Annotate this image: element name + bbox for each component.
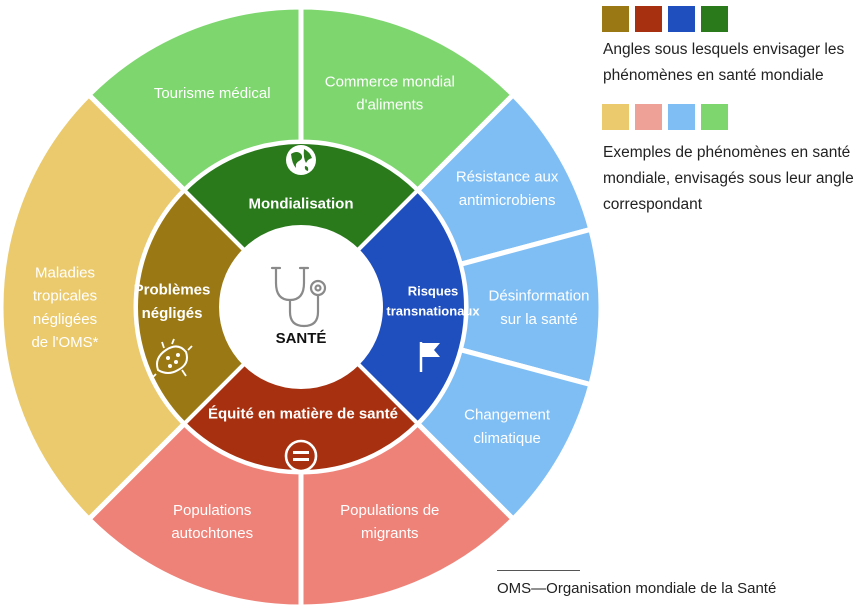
angle-label-problemes-line: Problèmes <box>134 282 211 299</box>
center-label: SANTÉ <box>276 330 327 347</box>
angle-segment-risques <box>354 187 468 427</box>
legend-swatch-blue <box>668 6 695 32</box>
legend-dark-swatches <box>602 6 728 32</box>
angle-label-risques-line: transnationaux <box>386 304 480 319</box>
legend-swatch-green <box>701 6 728 32</box>
example-label-resistance-line: Résistance aux <box>456 169 559 186</box>
example-label-migrants-line: migrants <box>361 525 419 542</box>
angle-segment-equite <box>181 360 421 474</box>
example-label-tourisme: Tourisme médical <box>154 85 271 102</box>
angle-label-equite-line: Équité en matière de santé <box>208 405 398 422</box>
example-label-resistance-line: antimicrobiens <box>459 192 556 209</box>
angle-label-mondialisation-line: Mondialisation <box>249 195 354 212</box>
legend-swatch-light-blue <box>668 104 695 130</box>
example-label-resistance: Résistance aux antimicrobiens <box>456 169 559 209</box>
angle-label-risques: Risques transnationaux <box>386 283 480 318</box>
example-label-desinformation-line: sur la santé <box>500 311 578 328</box>
legend-swatch-light-green <box>701 104 728 130</box>
legend-angles-label: Angles sous lesquels envisager les phéno… <box>603 41 845 84</box>
legend-examples-label: Exemples de phénomènes en santé mondiale… <box>603 144 854 213</box>
angle-label-problemes-line: négligés <box>142 305 203 322</box>
stethoscope-icon <box>270 266 327 328</box>
globe-icon <box>286 145 316 175</box>
example-label-autochtones-line: autochtones <box>171 525 253 542</box>
example-label-commerce-line: Commerce mondial <box>325 73 455 90</box>
angle-label-mondialisation: Mondialisation <box>249 195 354 212</box>
angle-segment-mondialisation <box>181 140 421 254</box>
example-label-commerce: Commerce mondial d'aliments <box>325 73 455 113</box>
example-label-maladies: Maladies tropicales négligées de l'OMS* <box>31 264 98 351</box>
flag-icon <box>419 342 440 372</box>
angle-label-equite: Équité en matière de santé <box>208 405 398 422</box>
footnote-divider <box>497 570 580 571</box>
example-label-maladies-line: négligées <box>33 311 97 328</box>
example-label-maladies-line: Maladies <box>35 264 95 281</box>
example-label-desinformation: Désinformation sur la santé <box>489 288 590 328</box>
example-label-changement: Changement climatique <box>464 407 551 447</box>
example-label-migrants: Populations de migrants <box>340 502 439 542</box>
example-label-changement-line: Changement <box>464 407 551 424</box>
example-label-autochtones: Populations autochtones <box>171 502 253 542</box>
example-label-changement-line: climatique <box>473 430 541 447</box>
microbe-icon <box>151 338 193 379</box>
example-label-tourisme-line: Tourisme médical <box>154 85 271 102</box>
equals-icon <box>284 439 318 473</box>
example-label-migrants-line: Populations de <box>340 502 439 519</box>
legend-swatch-red <box>635 6 662 32</box>
angle-label-risques-line: Risques <box>408 283 459 298</box>
legend-swatch-olive <box>602 6 629 32</box>
footnote: OMS—Organisation mondiale de la Santé <box>497 580 777 597</box>
example-label-maladies-line: de l'OMS* <box>31 334 98 351</box>
example-label-desinformation-line: Désinformation <box>489 288 590 305</box>
center-health: SANTÉ <box>221 227 381 387</box>
legend-light-swatches <box>602 104 728 130</box>
example-label-autochtones-line: Populations <box>173 502 251 519</box>
legend-swatch-light-red <box>635 104 662 130</box>
legend-swatch-light-yellow <box>602 104 629 130</box>
example-label-commerce-line: d'aliments <box>356 97 423 114</box>
angle-segment-problemes <box>134 187 248 427</box>
angle-label-problemes: Problèmes négligés <box>134 282 211 322</box>
center-circle <box>221 227 381 387</box>
example-label-maladies-line: tropicales <box>33 288 97 305</box>
